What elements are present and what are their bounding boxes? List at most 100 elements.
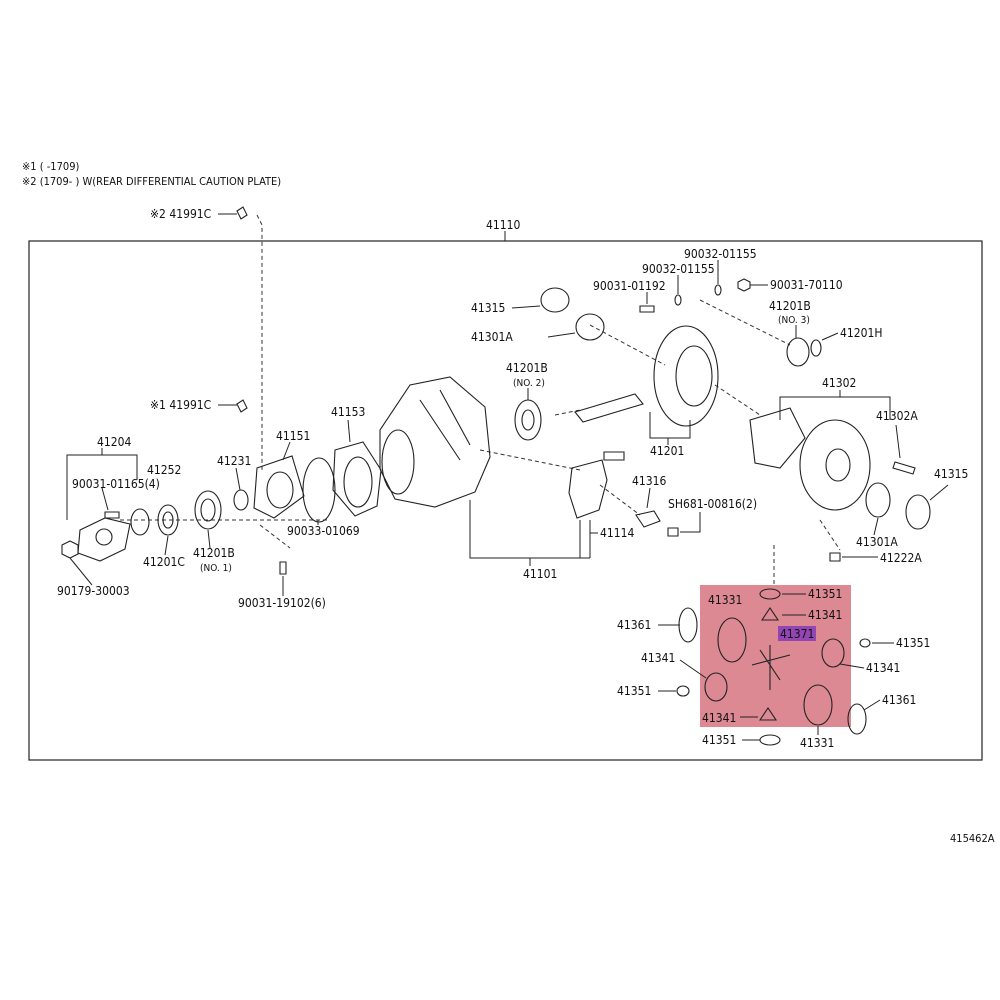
leader-41316 — [646, 487, 651, 509]
leader-41204-b — [101, 487, 109, 511]
label-41316[interactable]: 41316 — [632, 474, 666, 488]
label-41341-bottom[interactable]: 41341 — [702, 711, 736, 725]
label-41204[interactable]: 41204 — [97, 435, 131, 449]
bolt-90031-19102-icon — [279, 561, 287, 575]
thrust-washer-41361-left-icon — [678, 607, 698, 643]
bracket-41302 — [779, 396, 891, 420]
leader-41201B-1 — [207, 529, 211, 549]
label-41331-left[interactable]: 41331 — [708, 593, 742, 607]
bearing-41201B-no2-inner — [521, 409, 535, 431]
bolt-41302A-icon — [892, 461, 916, 475]
side-gear-41331-right-icon — [803, 684, 833, 726]
label-41302A[interactable]: 41302A — [876, 409, 918, 423]
label-41301A-right[interactable]: 41301A — [856, 535, 898, 549]
label-41341-top[interactable]: 41341 — [808, 608, 842, 622]
diff-case-left-icon — [749, 407, 806, 469]
label-41351-left[interactable]: 41351 — [617, 684, 651, 698]
label-41201B-2-sub: (NO. 2) — [513, 378, 545, 389]
label-41341-right[interactable]: 41341 — [866, 661, 900, 675]
label-41341-left[interactable]: 41341 — [641, 651, 675, 665]
leader-41153 — [347, 419, 351, 443]
label-41351-top[interactable]: 41351 — [808, 587, 842, 601]
label-90033[interactable]: 90033-01069 — [287, 524, 360, 538]
label-41231[interactable]: 41231 — [217, 454, 251, 468]
label-SH681[interactable]: SH681-00816(2) — [668, 497, 757, 511]
leader-41341-right — [839, 663, 865, 669]
label-41252[interactable]: 41252 — [147, 463, 181, 477]
caution-plate-1-icon — [236, 399, 248, 413]
label-41361-left[interactable]: 41361 — [617, 618, 651, 632]
highlight-region[interactable] — [700, 585, 851, 727]
label-41991C-1[interactable]: ※1 41991C — [150, 398, 211, 412]
thrust-washer-41361-right-icon — [847, 703, 867, 735]
pinion-41341-top-icon — [760, 607, 780, 621]
label-41361-right[interactable]: 41361 — [882, 693, 916, 707]
bolt-41222A-icon — [829, 552, 841, 562]
label-41201B-1[interactable]: 41201B — [193, 546, 235, 560]
flange-hub — [95, 528, 113, 546]
pinion-shaft-41371-icon — [751, 645, 791, 690]
leader-41315-top — [511, 305, 541, 309]
ring-gear-inner — [675, 345, 713, 407]
label-41315-top[interactable]: 41315 — [471, 301, 505, 315]
label-41201B-2[interactable]: 41201B — [506, 361, 548, 375]
highlight-label-bg — [778, 626, 816, 641]
label-41991C-2[interactable]: ※2 41991C — [150, 207, 211, 221]
label-90032-b[interactable]: 90032-01155 — [684, 247, 757, 261]
label-41351-right[interactable]: 41351 — [896, 636, 930, 650]
label-41153[interactable]: 41153 — [331, 405, 365, 419]
washer-41351-left-icon — [676, 685, 690, 697]
bracket-41204 — [66, 454, 138, 460]
cap-bolt-icon — [603, 451, 625, 461]
nut-90031-70110-icon — [737, 278, 751, 292]
figure-id: 415462A — [950, 832, 995, 845]
ring-41231-icon — [233, 489, 249, 511]
label-41201H[interactable]: 41201H — [840, 326, 882, 340]
label-90031-01192[interactable]: 90031-01192 — [593, 279, 666, 293]
dash-line-bearing-3 — [699, 299, 791, 346]
bracket-41101 — [469, 500, 581, 559]
leader-41201C — [164, 535, 169, 556]
label-41101[interactable]: 41101 — [523, 567, 557, 581]
leader-41315-right — [929, 484, 949, 501]
label-41151[interactable]: 41151 — [276, 429, 310, 443]
bearing-41201B-no2-icon — [514, 399, 542, 441]
bearing-41301A-right-icon — [865, 482, 891, 518]
ring-gear-icon — [653, 325, 719, 427]
label-41201C[interactable]: 41201C — [143, 555, 185, 569]
dash-line-bolt-41222A — [819, 519, 841, 551]
label-41331-right[interactable]: 41331 — [800, 736, 834, 750]
label-90032-a[interactable]: 90032-01155 — [642, 262, 715, 276]
bearing-41315-right-icon — [905, 494, 931, 530]
leader-41231 — [235, 467, 241, 491]
bolt-SH681-icon — [667, 527, 679, 537]
leader-41302A — [895, 424, 901, 459]
gasket-41153-icon — [332, 441, 382, 517]
label-90031-19102[interactable]: 90031-19102(6) — [238, 596, 326, 610]
label-41301A-top[interactable]: 41301A — [471, 330, 513, 344]
label-41371[interactable]: 41371 — [780, 627, 814, 641]
washer-41351-top-icon — [759, 588, 781, 600]
bearing-41315-top-icon — [540, 287, 570, 313]
label-90179[interactable]: 90179-30003 — [57, 584, 130, 598]
bearing-41301A-top-icon — [575, 313, 605, 341]
label-41222A[interactable]: 41222A — [880, 551, 922, 565]
lock-plate-41316-icon — [635, 510, 661, 528]
bracket-41201 — [649, 412, 691, 439]
label-41315-right[interactable]: 41315 — [934, 467, 968, 481]
label-41351-bottom[interactable]: 41351 — [702, 733, 736, 747]
dash-line-caution-plate — [256, 214, 263, 470]
leader-41201H — [821, 332, 839, 341]
label-41201B-3-sub: (NO. 3) — [778, 315, 810, 326]
pinion-41341-right-icon — [821, 638, 845, 668]
label-90031-70110[interactable]: 90031-70110 — [770, 278, 843, 292]
label-41302[interactable]: 41302 — [822, 376, 856, 390]
diff-case-bore — [825, 448, 851, 482]
label-41114[interactable]: 41114 — [600, 526, 634, 540]
label-41201[interactable]: 41201 — [650, 444, 684, 458]
dash-line-bearing-1 — [589, 324, 666, 366]
retainer-41151-icon — [253, 455, 305, 519]
label-41201B-3[interactable]: 41201B — [769, 299, 811, 313]
label-90031-01165[interactable]: 90031-01165(4) — [72, 477, 160, 491]
